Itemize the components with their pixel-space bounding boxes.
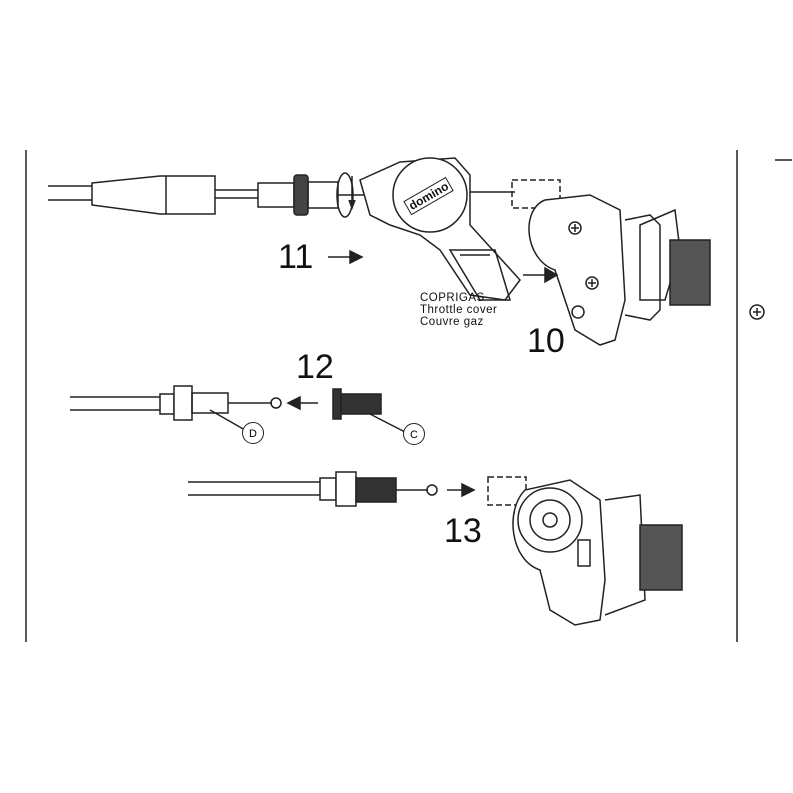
- throttle-cover-part: [359, 157, 521, 301]
- cable-step-11: [48, 172, 365, 218]
- cable-step-13: [188, 471, 683, 626]
- registration-mark-icon: [749, 304, 765, 320]
- part-label-c: C: [403, 423, 425, 445]
- cable-step-12: [70, 385, 406, 433]
- arrow-10: [523, 266, 559, 284]
- arrow-11: [328, 249, 364, 265]
- callout-10: 10: [527, 322, 565, 360]
- part-label-d: D: [242, 422, 264, 444]
- cover-caption: COPRIGAS Throttle cover Couvre gaz: [420, 292, 497, 328]
- throttle-housing-10: [470, 179, 711, 346]
- cover-caption-it: COPRIGAS: [420, 292, 485, 304]
- cover-caption-fr: Couvre gaz: [420, 316, 484, 328]
- cover-caption-en: Throttle cover: [420, 304, 498, 316]
- callout-13: 13: [444, 512, 482, 550]
- callout-12: 12: [296, 348, 334, 386]
- callout-11: 11: [278, 238, 314, 276]
